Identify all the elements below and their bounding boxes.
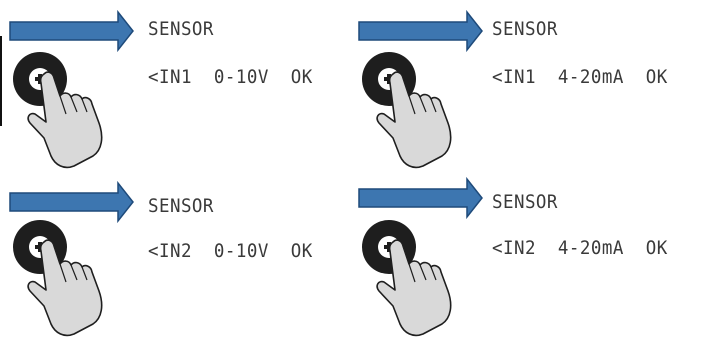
arrow-right-icon — [358, 9, 483, 53]
panel-in1-4-20ma: SENSOR <IN1 4-20mA OK — [349, 0, 703, 169]
lcd-status-line: <IN1 0-10V OK — [148, 66, 313, 88]
left-border-line — [0, 36, 2, 126]
lcd-title: SENSOR — [492, 18, 558, 40]
panel-in2-4-20ma: SENSOR <IN2 4-20mA OK — [349, 169, 703, 338]
lcd-title: SENSOR — [148, 18, 214, 40]
arrow-right-icon — [358, 176, 483, 220]
panel-in1-0-10v: SENSOR <IN1 0-10V OK — [0, 0, 354, 169]
pointing-hand-icon — [27, 71, 103, 169]
pointing-hand-icon — [376, 71, 452, 169]
arrow-right-icon — [9, 9, 134, 53]
lcd-status-line: <IN1 4-20mA OK — [492, 66, 668, 88]
lcd-title: SENSOR — [492, 191, 558, 213]
lcd-status-line: <IN2 4-20mA OK — [492, 237, 668, 259]
panel-in2-0-10v: SENSOR <IN2 0-10V OK — [0, 169, 354, 338]
arrow-right-icon — [9, 180, 134, 224]
pointing-hand-icon — [376, 239, 452, 337]
lcd-title: SENSOR — [148, 195, 214, 217]
pointing-hand-icon — [27, 239, 103, 337]
lcd-status-line: <IN2 0-10V OK — [148, 240, 313, 262]
